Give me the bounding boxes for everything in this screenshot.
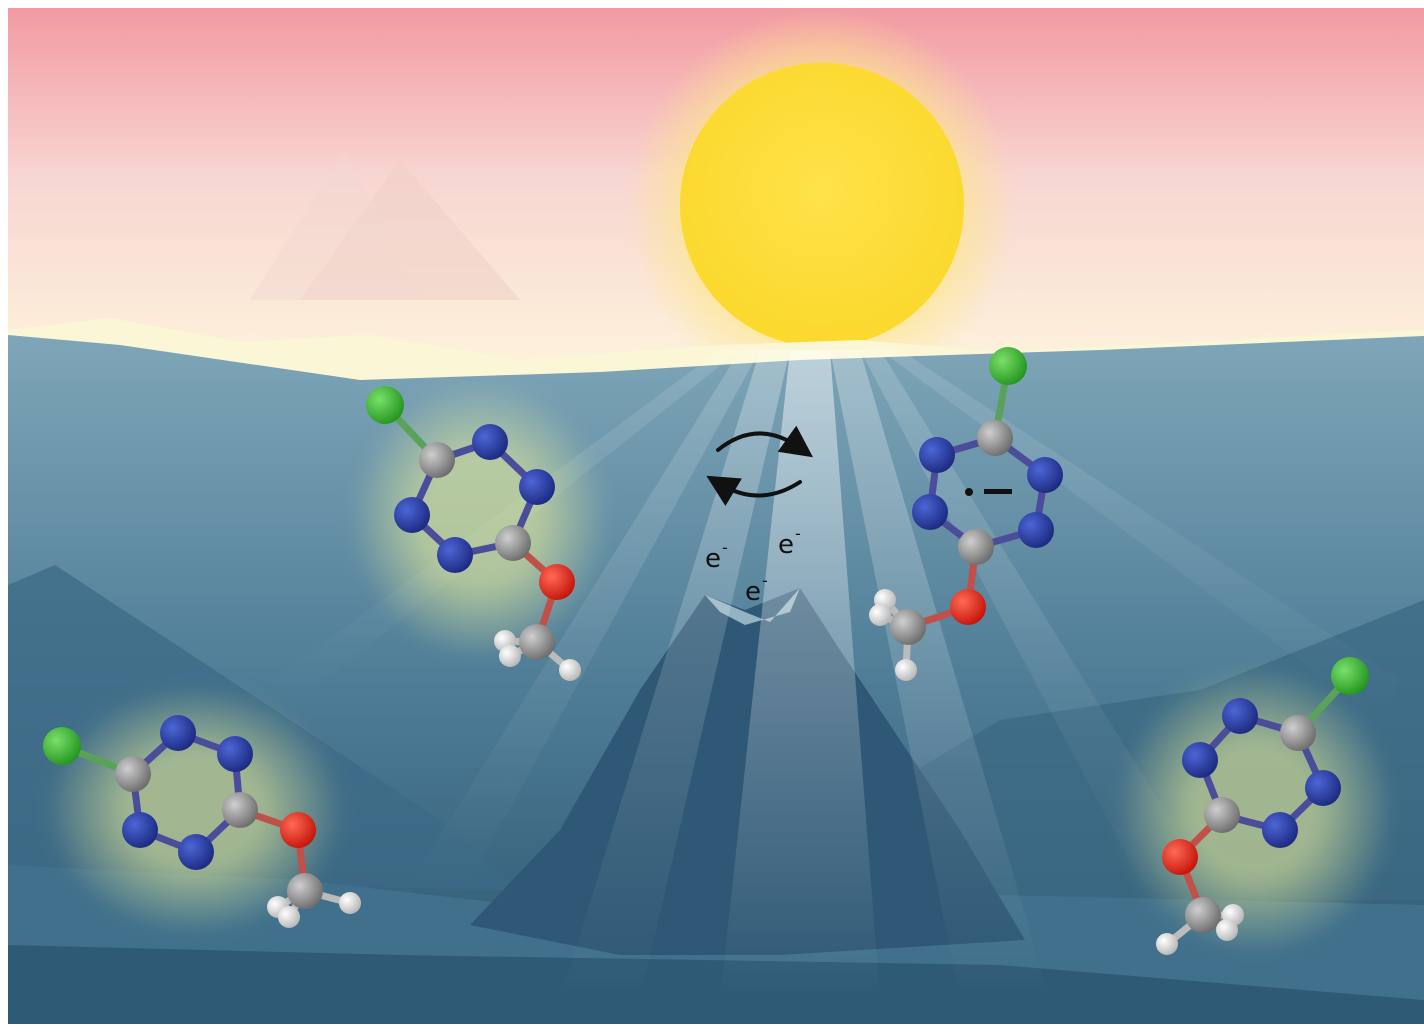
svg-text:e: e	[745, 577, 761, 607]
sun-icon	[680, 63, 964, 347]
sea-floor-deep	[8, 945, 1424, 1024]
svg-text:-: -	[762, 571, 768, 590]
distant-mountain	[250, 150, 420, 300]
anion-charge	[984, 489, 1012, 494]
svg-text:e: e	[778, 530, 794, 560]
electron-label: e -	[745, 571, 768, 607]
molecule-methoxy-chlorotriazine	[350, 380, 610, 681]
molecule-radical-anion	[869, 347, 1063, 681]
svg-text:-: -	[722, 538, 728, 557]
svg-text:e: e	[705, 544, 721, 574]
light-rays	[260, 350, 1400, 1000]
molecule-methoxy-chlorotriazine	[1115, 657, 1395, 955]
redox-cycle-arrows-icon	[706, 425, 814, 506]
electron-label: e -	[705, 538, 728, 574]
molecule-methoxy-chlorotriazine	[43, 685, 361, 935]
svg-text:-: -	[795, 524, 801, 543]
electron-label: e -	[778, 524, 801, 560]
radical-dot	[965, 488, 973, 496]
